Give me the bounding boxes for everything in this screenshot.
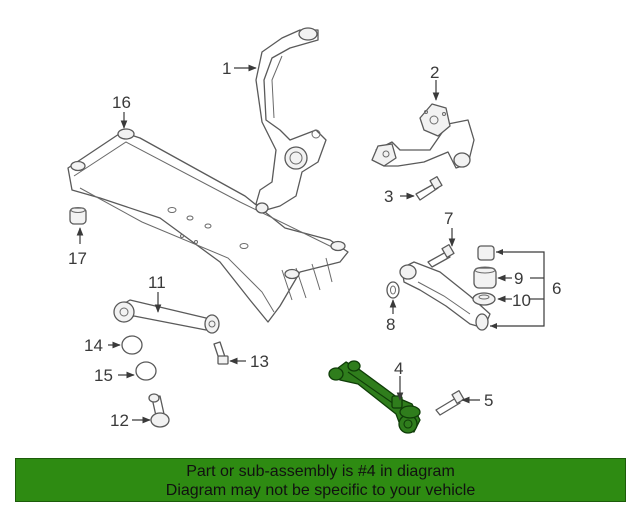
upper-arm-part-2[interactable] xyxy=(371,103,475,169)
callout-4: 4 xyxy=(394,359,403,378)
washer-part-8[interactable] xyxy=(386,281,400,299)
callout-1: 1 xyxy=(222,59,231,78)
callout-labels: 1 2 3 4 5 6 7 8 9 10 11 12 13 14 15 16 1… xyxy=(68,59,561,430)
trailing-link-part-4[interactable] xyxy=(328,360,421,434)
callout-6: 6 xyxy=(552,279,561,298)
info-banner: Part or sub-assembly is #4 in diagram Di… xyxy=(15,458,626,502)
lower-arm-part-6[interactable] xyxy=(399,261,491,331)
callout-10: 10 xyxy=(512,291,531,310)
bolt-part-3[interactable] xyxy=(415,176,443,201)
callout-8: 8 xyxy=(386,315,395,334)
bushing-part-17[interactable] xyxy=(69,207,87,225)
bolt-part-5[interactable] xyxy=(435,390,465,416)
callout-7: 7 xyxy=(444,209,453,228)
callout-15: 15 xyxy=(94,366,113,385)
callout-2: 2 xyxy=(430,63,439,82)
crossmember-part-16[interactable] xyxy=(67,128,349,323)
leader-lines xyxy=(76,64,545,424)
bushing-part-10[interactable] xyxy=(472,292,496,306)
callout-9: 9 xyxy=(514,269,523,288)
bushing-part-9[interactable] xyxy=(473,266,497,289)
lateral-link-part-11[interactable] xyxy=(113,299,220,334)
callout-16: 16 xyxy=(112,93,131,112)
callout-12: 12 xyxy=(110,411,129,430)
parts-diagram: 1 2 3 4 5 6 7 8 9 10 11 12 13 14 15 16 1… xyxy=(67,27,561,434)
callout-5: 5 xyxy=(484,391,493,410)
bushing-part-14[interactable] xyxy=(121,335,143,355)
callout-11: 11 xyxy=(148,273,166,292)
callout-3: 3 xyxy=(384,187,393,206)
banner-line-2: Diagram may not be specific to your vehi… xyxy=(165,482,476,499)
callout-13: 13 xyxy=(250,352,269,371)
bolt-part-12[interactable] xyxy=(148,393,170,428)
callout-17: 17 xyxy=(68,249,87,268)
callout-14: 14 xyxy=(84,336,103,355)
banner-line-1: Part or sub-assembly is #4 in diagram xyxy=(186,463,455,480)
bolt-part-7[interactable] xyxy=(427,244,455,268)
bushing-part-15[interactable] xyxy=(135,361,157,381)
bolt-part-13[interactable] xyxy=(213,341,229,365)
knuckle-part-1[interactable] xyxy=(255,27,327,214)
bushing-top xyxy=(477,245,495,261)
